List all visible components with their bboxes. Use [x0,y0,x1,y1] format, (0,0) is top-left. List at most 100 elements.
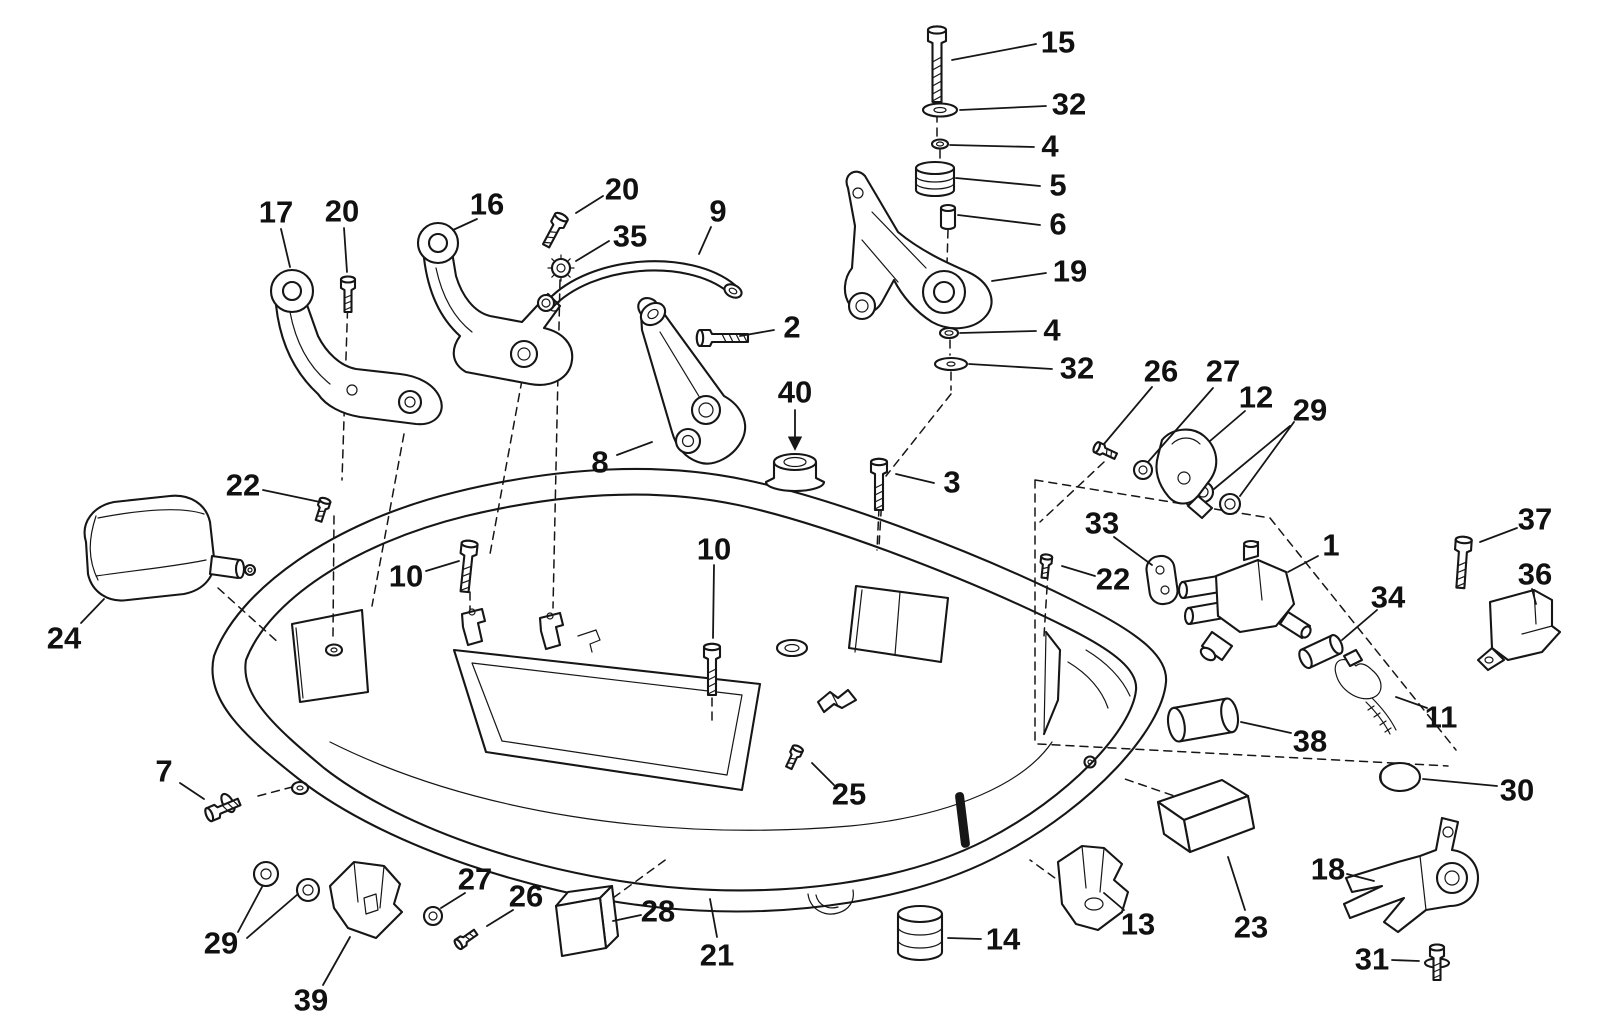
leader-line-32 [968,363,1053,370]
leader-line-34 [1341,609,1378,641]
leader-line-35 [575,240,610,262]
leader-line-4 [959,330,1037,334]
washer-29-lower-b [295,877,321,903]
bracket-19 [843,170,993,330]
leader-line-26 [1103,386,1153,445]
bracket-13 [1056,844,1130,932]
callout-9-13: 9 [709,194,726,229]
callout-37-25: 37 [1518,502,1552,537]
link-plate-33 [1145,554,1179,606]
leader-line-39 [322,936,351,986]
block-28 [554,884,620,958]
washer-32-lower [933,356,969,372]
leader-line-5 [955,177,1041,187]
washer-32-upper [921,102,959,118]
callout-12-20: 12 [1239,380,1273,415]
callout-29-46: 29 [204,926,238,961]
callout-4-6: 4 [1043,313,1061,348]
callout-30-34: 30 [1500,773,1534,808]
screw-26-lower [452,926,480,952]
bracket-39 [328,860,404,940]
leader-line-38 [1240,721,1292,734]
callout-22-23: 22 [1096,562,1130,597]
callout-10-29: 10 [697,532,731,567]
callout-40-16: 40 [778,375,812,410]
leader-line-24 [80,598,105,624]
link-strap-9 [536,260,743,313]
block-23 [1156,778,1256,854]
washer-27-lower [422,905,444,927]
fuel-connector-1 [1177,539,1312,662]
screw-26-upper [1091,440,1120,463]
callout-35-12: 35 [613,219,647,254]
leader-line-36 [1531,588,1537,605]
callout-5-3: 5 [1049,168,1066,203]
callout-34-27: 34 [1371,580,1406,615]
mount-grommet-5 [914,160,956,198]
floor-clip [816,688,858,714]
leader-line-27 [440,892,466,909]
cap-30 [1378,761,1422,793]
callout-18-37: 18 [1311,852,1345,887]
leader-line-30 [1422,778,1498,787]
callout-16-10: 16 [470,187,504,222]
bolt-37 [1451,535,1473,590]
leader-line-33 [1113,536,1153,566]
callout-29-21: 29 [1293,393,1327,428]
leader-line-29 [1213,425,1291,490]
spacer-6 [939,203,957,231]
callout-25-36: 25 [832,777,866,812]
nut-4-lower [938,326,960,340]
callout-2-14: 2 [783,310,800,345]
callout-22-30: 22 [226,468,260,503]
bushing-40 [764,452,826,493]
leader-line-25 [811,762,835,786]
bolt-31 [1423,943,1451,982]
callout-20-11: 20 [605,172,639,207]
bolt-7 [202,792,243,824]
leader-line-4 [949,144,1035,148]
leader-line-16 [452,218,478,231]
callout-11-32: 11 [1425,700,1458,735]
leader-line-31 [1391,959,1420,962]
leader-line-26 [486,909,514,927]
leader-line-20 [343,227,348,273]
leader-line-13 [1103,892,1125,911]
callout-4-2: 4 [1041,129,1059,164]
leader-line-14 [947,937,982,940]
leader-line-37 [1479,527,1518,543]
leader-line-27 [1147,387,1214,463]
leader-line-15 [951,43,1037,61]
leader-line-18 [1346,873,1375,882]
cylinder-38 [1166,697,1240,743]
bracket-8 [637,297,747,465]
bracket-36 [1476,588,1562,672]
bracket-17 [269,268,443,426]
callout-15-0: 15 [1041,25,1075,60]
callout-36-26: 36 [1518,557,1552,592]
leader-line-21 [709,898,718,938]
leader-line-7 [179,782,205,800]
callout-21-42: 21 [700,938,734,973]
washer-27-upper [1132,459,1154,481]
leader-line-22 [1061,565,1096,577]
leader-line-6 [957,214,1041,226]
callout-23-38: 23 [1234,910,1268,945]
callout-26-45: 26 [509,879,543,914]
leader-line-19 [991,272,1047,282]
callout-20-9: 20 [325,194,359,229]
leader-line-10 [712,564,715,639]
leader-line-1 [1287,555,1319,573]
floor-clip [460,607,487,647]
leader-line-17 [280,228,291,268]
callout-26-18: 26 [1144,354,1178,389]
leader-line-9 [698,226,712,255]
callout-6-4: 6 [1049,207,1066,242]
grommet-14 [896,904,944,962]
callout-3-17: 3 [943,465,960,500]
floor-clip [538,611,565,651]
callout-33-22: 33 [1085,506,1119,541]
